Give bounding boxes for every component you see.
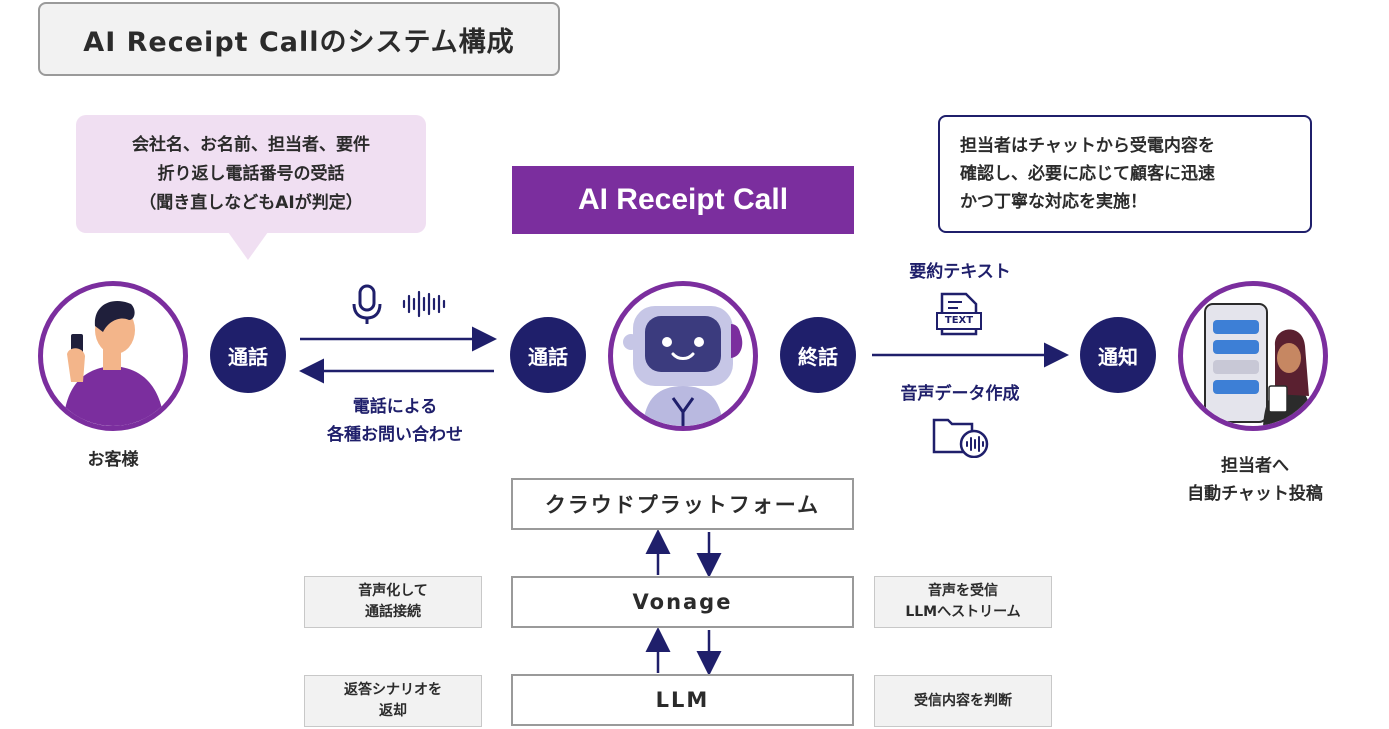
robot-icon — [623, 306, 743, 426]
text-icon-label: TEXT — [944, 315, 974, 326]
side-box-stream-llm: 音声を受信 LLMへストリーム — [874, 576, 1052, 628]
staff-label-line: 担当者へ — [1221, 456, 1289, 476]
staff-note-box: 担当者はチャットから受電内容を 確認し、必要に応じて顧客に迅速 かつ丁寧な対応を… — [938, 115, 1312, 233]
note-line: かつ丁寧な対応を実施！ — [960, 192, 1147, 212]
vonage-box: Vonage — [511, 576, 854, 628]
staff-label: 担当者へ 自動チャット投稿 — [1150, 452, 1360, 508]
audio-data-label: 音声データ作成 — [900, 384, 1020, 404]
side-box-line: 音声を受信 — [928, 583, 998, 599]
side-box-line: LLMへストリーム — [905, 604, 1021, 620]
side-box-line: 音声化して — [358, 583, 428, 599]
bubble-line: 会社名、お名前、担当者、要件 — [132, 134, 370, 155]
staff-label-line: 自動チャット投稿 — [1187, 484, 1323, 504]
llm-box: LLM — [511, 674, 854, 726]
step-notify: 通知 — [1080, 317, 1156, 393]
step-end-call: 終話 — [780, 317, 856, 393]
page-title: AI Receipt Callのシステム構成 — [38, 2, 560, 76]
call-arrow-label-line: 各種お問い合わせ — [327, 425, 463, 445]
robot-illustration — [608, 281, 758, 431]
note-line: 確認し、必要に応じて顧客に迅速 — [960, 164, 1215, 184]
customer-speech-bubble: 会社名、お名前、担当者、要件 折り返し電話番号の受話 （聞き直しなどもAIが判定… — [76, 115, 426, 233]
microphone-icon — [352, 284, 382, 324]
text-document-icon: TEXT — [936, 292, 982, 336]
customer-label: お客様 — [87, 450, 139, 470]
bubble-line: （聞き直しなどもAIが判定） — [139, 192, 363, 213]
side-box-line: 受信内容を判断 — [914, 692, 1012, 709]
note-line: 担当者はチャットから受電内容を — [960, 136, 1215, 156]
side-box-return-scenario: 返答シナリオを 返却 — [304, 675, 482, 727]
side-box-line: 通話接続 — [365, 604, 421, 620]
document-shape — [936, 292, 982, 336]
bubble-line: 折り返し電話番号の受話 — [157, 163, 345, 184]
audio-folder-icon — [932, 418, 989, 458]
call-arrow-label: 電話による 各種お問い合わせ — [290, 393, 500, 449]
bubble-tail — [228, 232, 268, 260]
staff-chat-illustration — [1178, 281, 1328, 431]
step-call-left: 通話 — [210, 317, 286, 393]
side-box-judge-content: 受信内容を判断 — [874, 675, 1052, 727]
summary-text-label: 要約テキスト — [909, 262, 1011, 282]
cloud-platform-box: クラウドプラットフォーム — [511, 478, 854, 530]
side-box-line: 返答シナリオを — [344, 682, 442, 698]
customer-illustration — [38, 281, 188, 431]
call-arrow-label-line: 電話による — [352, 397, 438, 417]
sound-wave-icon — [402, 290, 446, 318]
side-box-voice-connect: 音声化して 通話接続 — [304, 576, 482, 628]
side-box-line: 返却 — [379, 703, 407, 719]
customer-person-icon — [63, 300, 165, 426]
step-call-right: 通話 — [510, 317, 586, 393]
staff-person-icon — [1204, 303, 1313, 426]
product-banner: AI Receipt Call — [512, 166, 854, 234]
